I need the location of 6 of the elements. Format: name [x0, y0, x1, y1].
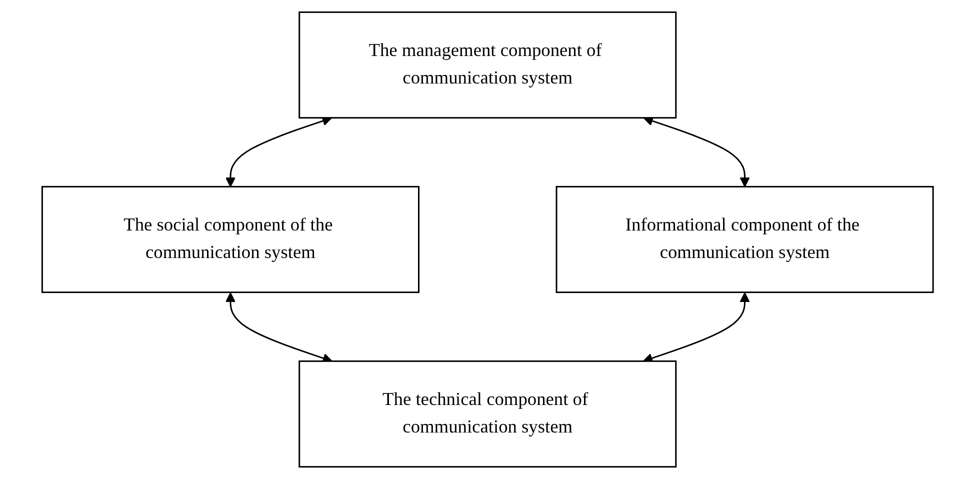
node-box: Informational component of the communication system	[556, 186, 934, 294]
node-box: The management component of communication system	[298, 11, 678, 119]
node-box: The technical component of communication system	[298, 360, 678, 468]
arrow	[644, 116, 750, 188]
node-box: The social component of the communication system	[42, 186, 420, 294]
arrow	[226, 116, 332, 188]
